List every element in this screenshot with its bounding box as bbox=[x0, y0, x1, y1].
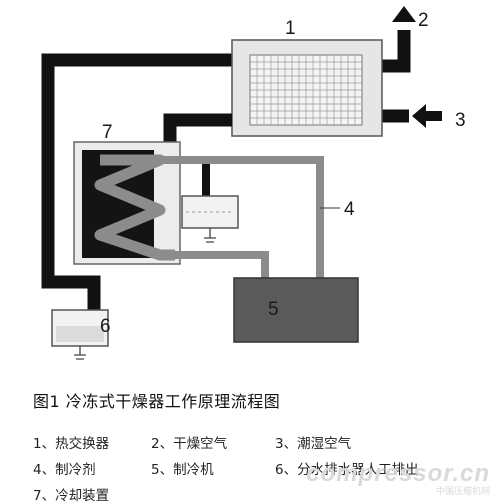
inlet-arrow-icon bbox=[412, 104, 442, 128]
dryer-flow-diagram: 1 2 3 4 5 6 7 bbox=[41, 6, 466, 360]
heat-exchanger-grid bbox=[250, 55, 362, 125]
site-watermark: compressor.cn 中国压缩机网 bbox=[306, 460, 490, 497]
air-pipe-hx-to-cooler bbox=[163, 113, 232, 146]
label-refrigeration-unit: 5 bbox=[268, 299, 279, 320]
air-pipe-left bbox=[41, 53, 232, 310]
label-manual-drain: 6 bbox=[100, 316, 111, 337]
label-humid-air: 3 bbox=[455, 110, 466, 131]
drain-valve-icon bbox=[74, 346, 86, 360]
refrigeration-unit-box bbox=[233, 277, 359, 343]
watermark-subtitle: 中国压缩机网 bbox=[435, 487, 490, 497]
air-pipe-outlet bbox=[382, 30, 411, 73]
refrigerant-return bbox=[175, 251, 269, 278]
label-dry-air: 2 bbox=[418, 10, 429, 31]
legend-item: 4、制冷剂 bbox=[33, 462, 96, 478]
label-refrigerant: 4 bbox=[344, 199, 355, 220]
refrigerant-pipe bbox=[160, 156, 324, 278]
legend-item: 1、热交换器 bbox=[33, 436, 110, 452]
legend-item: 6、分水排水器人工排出 bbox=[275, 462, 419, 478]
label-heat-exchanger: 1 bbox=[285, 18, 296, 39]
label-cooling-unit: 7 bbox=[102, 122, 113, 143]
legend-item: 2、干燥空气 bbox=[151, 436, 228, 452]
watermark-logo: compressor.cn bbox=[306, 460, 490, 487]
figure-caption: 图1 冷冻式干燥器工作原理流程图 bbox=[33, 392, 281, 411]
outlet-arrow-icon bbox=[392, 6, 416, 22]
legend-item: 7、冷却装置 bbox=[33, 488, 110, 504]
legend-item: 3、潮湿空气 bbox=[275, 436, 352, 452]
legend-item: 5、制冷机 bbox=[151, 462, 214, 478]
drain-separator-water bbox=[56, 326, 104, 342]
separator-drain-icon bbox=[204, 228, 216, 243]
